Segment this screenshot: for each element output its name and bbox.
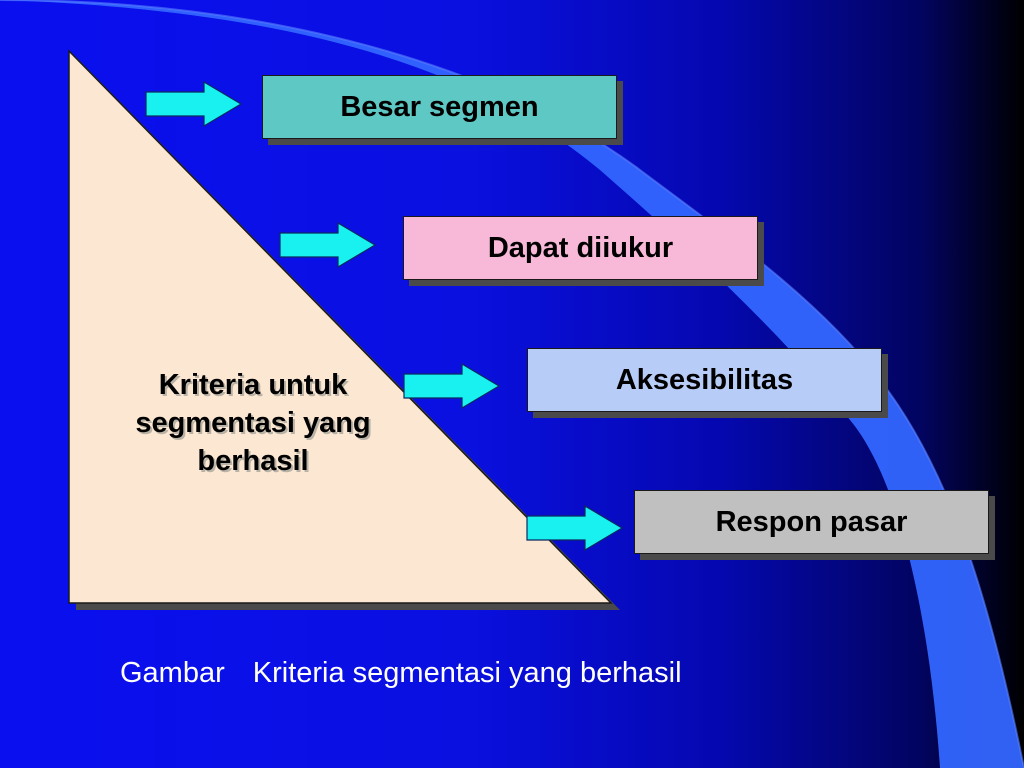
figure-caption: Gambar Kriteria segmentasi yang berhasil <box>120 657 682 690</box>
criteria-box-besar-segmen: Besar segmen <box>262 75 617 139</box>
criteria-box-aksesibilitas: Aksesibilitas <box>527 348 882 412</box>
right-arrow-icon <box>403 362 501 410</box>
right-arrow-icon <box>279 221 377 269</box>
criteria-label: Besar segmen <box>340 90 539 123</box>
right-arrow-icon <box>526 504 624 552</box>
triangle-shape <box>68 49 613 604</box>
criteria-box-dapat-diiukur: Dapat diiukur <box>403 216 758 280</box>
caption-text: Kriteria segmentasi yang berhasil <box>252 657 682 689</box>
criteria-box-respon-pasar: Respon pasar <box>634 490 989 554</box>
right-arrow-icon <box>145 80 243 128</box>
caption-prefix: Gambar <box>120 657 225 689</box>
criteria-label: Aksesibilitas <box>615 363 794 396</box>
triangle-label: Kriteria untuk segmentasi yang berhasil <box>135 369 371 477</box>
criteria-label: Dapat diiukur <box>487 231 674 264</box>
criteria-label: Respon pasar <box>715 505 908 538</box>
